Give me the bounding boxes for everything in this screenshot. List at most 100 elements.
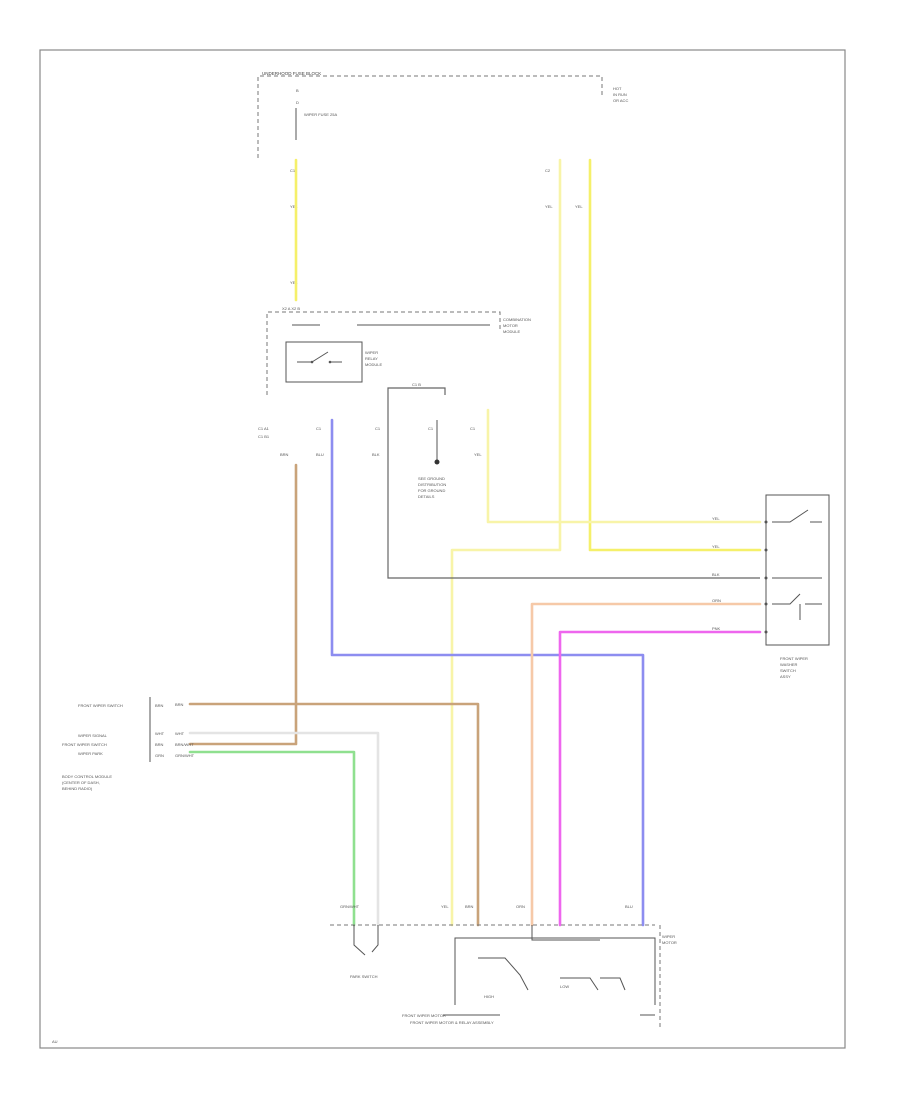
top-wire-label-4: YEL (575, 204, 583, 209)
svg-text:C1 A1: C1 A1 (258, 426, 270, 431)
motor-inner-label-2: LOW (560, 984, 569, 989)
svg-text:WIPER: WIPER (365, 350, 378, 355)
svg-text:WASHER: WASHER (780, 662, 798, 667)
svg-text:BRN: BRN (280, 452, 289, 457)
wire-black-ground (387, 440, 760, 579)
top-wire-label-2: YEL (290, 280, 298, 285)
motor-inner-label-1: HIGH (484, 994, 494, 999)
svg-text:MOTOR: MOTOR (503, 323, 518, 328)
diagram-frame (39, 49, 846, 1049)
svg-text:BRN: BRN (465, 904, 474, 909)
svg-text:YEL: YEL (474, 452, 482, 457)
svg-text:MODULE: MODULE (365, 362, 382, 367)
svg-text:FRONT WIPER SWITCH: FRONT WIPER SWITCH (78, 703, 123, 708)
sw-wire-label-5: PNK (712, 626, 721, 631)
svg-text:D: D (296, 100, 299, 105)
svg-text:SWITCH: SWITCH (780, 668, 796, 673)
bcm-title: BODY CONTROL MODULE (CENTER OF DASH, BEH… (62, 774, 112, 791)
svg-text:B: B (296, 88, 299, 93)
top-wire-label-1: YEL (290, 204, 298, 209)
svg-text:BRN: BRN (155, 703, 164, 708)
svg-text:C1: C1 (316, 426, 322, 431)
svg-text:SEE GROUND: SEE GROUND (418, 476, 445, 481)
sw-wire-label-3: BLK (712, 572, 720, 577)
body-control-module: FRONT WIPER SWITCH WIPER SIGNAL FRONT WI… (62, 697, 195, 791)
bcm-row-labels: FRONT WIPER SWITCH WIPER SIGNAL FRONT WI… (62, 703, 123, 756)
svg-text:ASSY: ASSY (780, 674, 791, 679)
svg-text:C1 B: C1 B (412, 382, 421, 387)
wiper-motor-assembly: GRN/WHT YEL BRN ORN BLU PARK SWITCH HIGH… (330, 904, 677, 1030)
top-connector-label-2: C2 (545, 168, 551, 173)
fuse-label: WIPER FUSE 25A (304, 112, 337, 117)
wire-orange (530, 602, 762, 927)
svg-text:RELAY: RELAY (365, 356, 378, 361)
svg-text:OR ACC: OR ACC (613, 98, 628, 103)
svg-text:C1: C1 (428, 426, 434, 431)
svg-text:DETAILS: DETAILS (418, 494, 435, 499)
wiper-motor-label: FRONT WIPER MOTOR (402, 1013, 446, 1018)
svg-text:C1: C1 (375, 426, 381, 431)
svg-text:YEL: YEL (441, 904, 449, 909)
module-label: COMBINATION MOTOR MODULE (503, 317, 531, 334)
svg-text:C1 B1: C1 B1 (258, 434, 270, 439)
relay-module: X2 A X2 B WIPER RELAY MODULE COMBINATION… (266, 306, 531, 395)
motor-title: WIPER MOTOR (662, 934, 677, 945)
park-switch-label: PARK SWITCH (350, 974, 378, 979)
mid-connector-labels: C1 A1 C1 B1 C1 C1 C1 C1 BRN BLU BLK YEL (258, 426, 482, 457)
ground-note: SEE GROUND DISTRIBUTION FOR GROUND DETAI… (418, 476, 446, 499)
sw-wire-label-4: ORN (712, 598, 721, 603)
svg-text:ORN: ORN (516, 904, 525, 909)
bottom-wire-labels: GRN/WHT YEL BRN ORN BLU (340, 904, 633, 909)
svg-text:WHT: WHT (155, 731, 165, 736)
corner-tag: AU (52, 1039, 58, 1044)
svg-text:(CENTER OF DASH,: (CENTER OF DASH, (62, 780, 100, 785)
svg-text:BRN: BRN (175, 702, 184, 707)
svg-text:DISTRIBUTION: DISTRIBUTION (418, 482, 446, 487)
svg-text:IN RUN: IN RUN (613, 92, 627, 97)
wire-brown (188, 463, 298, 746)
wire-magenta (558, 630, 762, 927)
svg-text:GRN/WHT: GRN/WHT (340, 904, 360, 909)
wire-brown-motor (188, 702, 480, 927)
sw-wire-label-1: YEL (712, 516, 720, 521)
svg-text:WIPER SIGNAL: WIPER SIGNAL (78, 733, 108, 738)
svg-text:WHT: WHT (175, 731, 185, 736)
wire-yellow-long-2 (588, 158, 762, 552)
svg-text:BLU: BLU (316, 452, 324, 457)
svg-text:BRN/WHT: BRN/WHT (175, 742, 194, 747)
svg-text:FRONT WIPER SWITCH: FRONT WIPER SWITCH (62, 742, 107, 747)
svg-text:GRN: GRN (155, 753, 164, 758)
svg-text:BLU: BLU (625, 904, 633, 909)
top-connector-label-1: C1 (290, 168, 296, 173)
svg-text:C1: C1 (470, 426, 476, 431)
svg-text:WIPER: WIPER (662, 934, 675, 939)
fuse-block: UNDERHOOD FUSE BLOCK B D WIPER FUSE 25A … (257, 71, 628, 285)
top-wire-label-3: YEL (545, 204, 553, 209)
wire-yellow-switch (486, 408, 762, 524)
relay-pins-label: X2 A X2 B (282, 306, 300, 311)
wire-blue (330, 418, 645, 927)
sw-wire-label-2: YEL (712, 544, 720, 549)
switch-label: FRONT WIPER WASHER SWITCH ASSY (780, 656, 808, 679)
bottom-caption: FRONT WIPER MOTOR & RELAY ASSEMBLY (410, 1020, 494, 1025)
hot-label: HOT IN RUN OR ACC (613, 86, 628, 103)
fuse-block-title: UNDERHOOD FUSE BLOCK (262, 71, 321, 76)
relay-label: WIPER RELAY MODULE (365, 350, 382, 367)
ground-block: C1 B SEE GROUND DISTRIBUTION FOR GROUND … (387, 382, 446, 499)
svg-text:GRN/WHT: GRN/WHT (175, 753, 195, 758)
wiper-switch: FRONT WIPER WASHER SWITCH ASSY YEL YEL B… (712, 494, 830, 679)
wire-yellow-long-1 (450, 158, 562, 927)
relay-box (285, 341, 363, 383)
svg-text:BLK: BLK (372, 452, 380, 457)
wire-green (188, 750, 356, 927)
svg-text:BODY CONTROL MODULE: BODY CONTROL MODULE (62, 774, 112, 779)
svg-text:COMBINATION: COMBINATION (503, 317, 531, 322)
svg-text:WIPER PARK: WIPER PARK (78, 751, 103, 756)
svg-text:FOR GROUND: FOR GROUND (418, 488, 445, 493)
wire-white (188, 731, 380, 927)
svg-text:MOTOR: MOTOR (662, 940, 677, 945)
svg-text:BRN: BRN (155, 742, 164, 747)
svg-text:MODULE: MODULE (503, 329, 520, 334)
svg-text:FRONT WIPER: FRONT WIPER (780, 656, 808, 661)
